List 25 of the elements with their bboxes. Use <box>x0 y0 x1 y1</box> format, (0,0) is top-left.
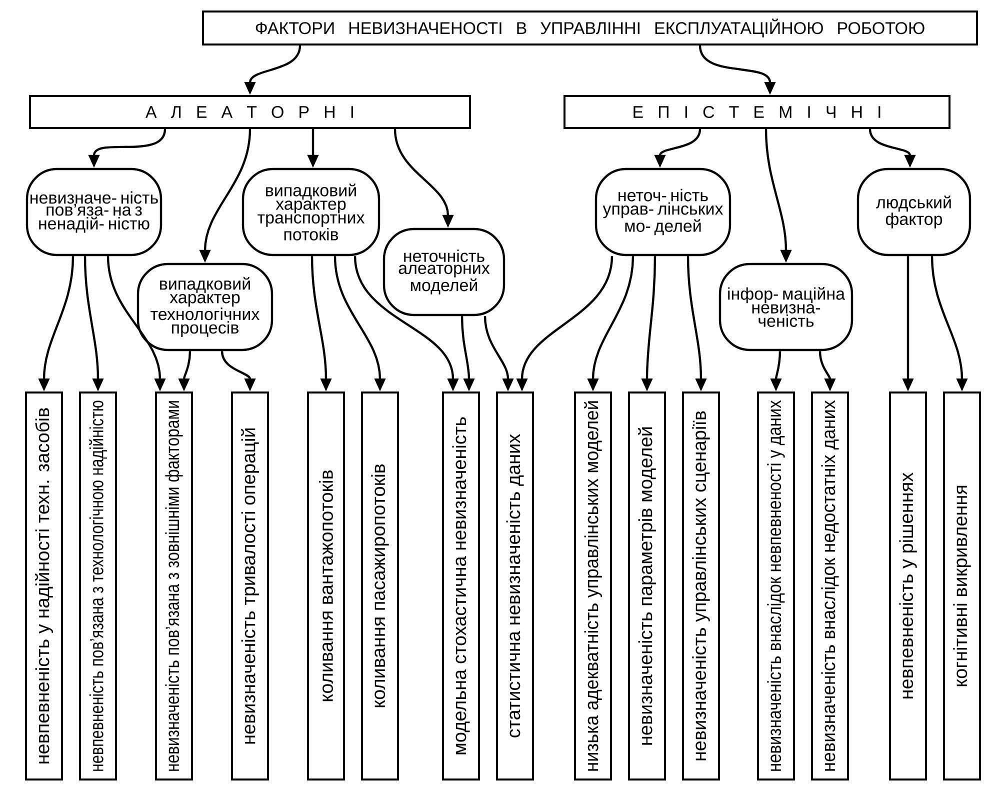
title-box: ФАКТОРИ НЕВИЗНАЧЕНОСТІ В УПРАВЛІННІ ЕКСПЛУАТАЦІЙНОЮ РОБОТОЮ <box>202 10 978 46</box>
factor-box: неточ- ність управ- лінських мо- делей <box>594 168 732 256</box>
uncertainty-box: коливання вантажопотоків <box>307 392 345 780</box>
category-box: А Л Е А Т О Р Н І <box>29 95 471 129</box>
uncertainty-box: невпевненість у рішеннях <box>889 392 927 780</box>
uncertainty-box: низька адекватність управлінських моделей <box>574 392 612 780</box>
factor-box: інфор- маційна невизна- ченість <box>718 262 854 352</box>
factor-box: випадковий характер технологічних процесів <box>136 262 274 352</box>
uncertainty-box: невпевненість пов’язана з технологічною надійністю <box>79 392 117 780</box>
category-box: Е П І С Т Е М І Ч Н І <box>564 95 950 129</box>
uncertainty-box: невизначеність параметрів моделей <box>628 392 666 780</box>
uncertainty-box: когнітивні викривлення <box>943 392 981 780</box>
uncertainty-box: невизначеність управлінських сценаріїв <box>682 392 720 780</box>
uncertainty-box: невизначеність внаслідок недостатніх даних <box>811 392 849 780</box>
uncertainty-box: модельна стохастична невизначеність <box>442 392 480 780</box>
factor-box: випадковий характер транспортних потоків <box>242 168 380 256</box>
factor-box: неточність алеаторних моделей <box>382 228 506 316</box>
uncertainty-box: статистична невизначеність даних <box>496 392 534 780</box>
uncertainty-box: невпевненість у надійності техн. засобів <box>25 392 63 780</box>
uncertainty-box: невизначеність внаслідок невпевненості у даних <box>757 392 795 780</box>
factor-box: людський фактор <box>856 168 972 256</box>
uncertainty-box: невизначеність тривалості операцій <box>231 392 269 780</box>
uncertainty-box: коливання пасажиропотоків <box>361 392 399 780</box>
uncertainty-box: невизначеність пов’язана з зовнішніми факторами <box>155 392 193 780</box>
factor-box: невизначе- ність пов’яза- на з ненадій- ністю <box>26 168 162 256</box>
